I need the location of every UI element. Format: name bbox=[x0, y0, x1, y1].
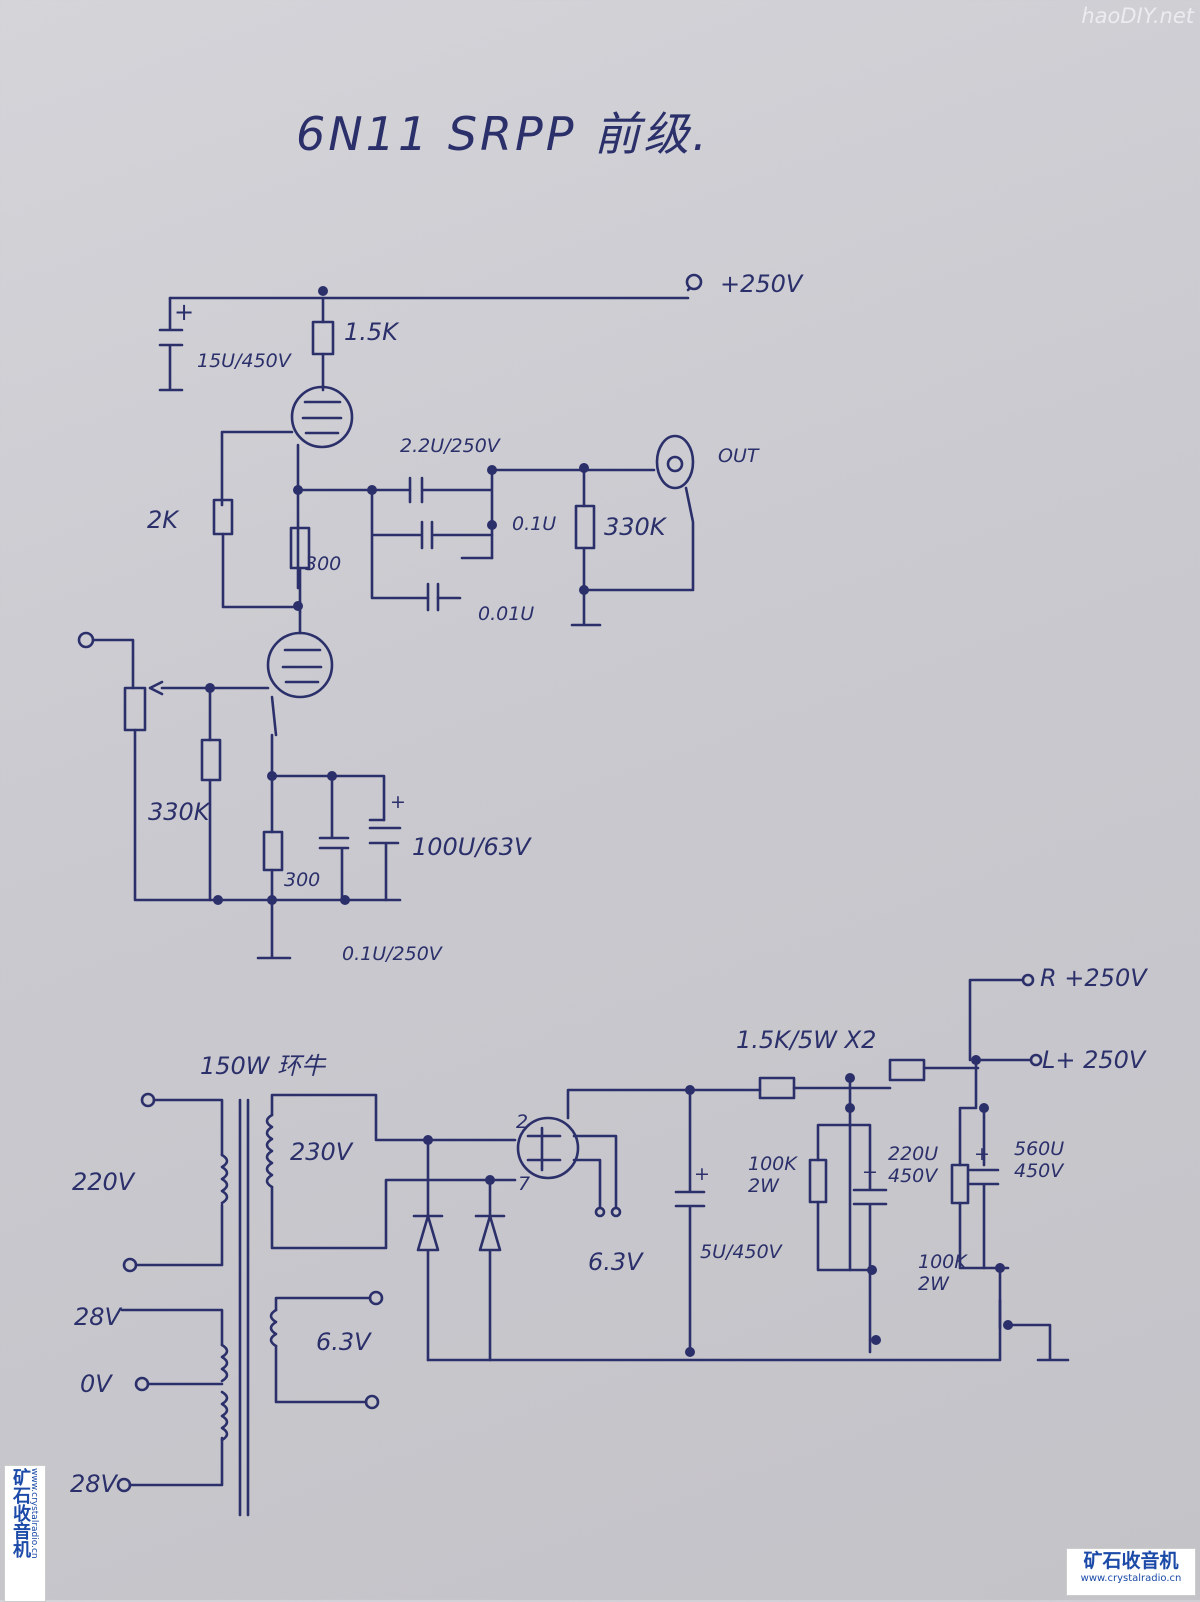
filter-cap-final bbox=[968, 1168, 1000, 1270]
rectifier-diode-1 bbox=[412, 1138, 444, 1362]
transformer-label: 150W 环牛 bbox=[200, 1052, 327, 1080]
plate-resistor bbox=[311, 320, 335, 356]
output-terminal-r bbox=[1021, 973, 1035, 987]
tube-pin7-label: 7 bbox=[518, 1173, 530, 1195]
svg-text:+: + bbox=[174, 298, 194, 326]
svg-text:+: + bbox=[390, 791, 406, 813]
rectifier-diode-2 bbox=[474, 1178, 506, 1362]
filter-cap-mid bbox=[848, 1123, 888, 1354]
coupling-capacitors bbox=[367, 465, 656, 612]
preamp-circuit: +250V + 15U/450V 1.5K 2K 300 bbox=[77, 270, 804, 965]
output-terminal-l bbox=[1029, 1053, 1043, 1067]
series-resistor-2 bbox=[888, 1058, 926, 1082]
supply-cap-label: 15U/450V bbox=[197, 350, 293, 372]
watermark-side: 矿石收音机 www.crystalradio.cn bbox=[4, 1465, 46, 1602]
bleeder-resistor-1 bbox=[808, 1158, 828, 1204]
plate-resistor-label: 1.5K bbox=[344, 318, 400, 346]
watermark-corner: 矿石收音机 www.crystalradio.cn bbox=[1066, 1548, 1196, 1596]
filter-cap-first bbox=[674, 1088, 706, 1354]
coupling-cap-label: 2.2U/250V bbox=[400, 435, 502, 457]
heater-winding bbox=[269, 1308, 278, 1348]
filter-cap-first-label: 5U/450V bbox=[700, 1241, 784, 1263]
output-jack bbox=[655, 434, 695, 490]
grid-resistor-330k bbox=[200, 738, 222, 782]
watermark-top: haoDIY.net bbox=[1081, 4, 1194, 28]
series-resistor-1 bbox=[758, 1076, 796, 1100]
secondary-28v-winding bbox=[220, 1343, 229, 1442]
output-label: OUT bbox=[718, 445, 760, 467]
upper-triode bbox=[290, 385, 354, 449]
output-resistor bbox=[574, 504, 596, 550]
cathode-resistor bbox=[262, 830, 284, 872]
hv-secondary-label: 230V bbox=[290, 1138, 354, 1166]
series-resistors-label: 1.5K/5W X2 bbox=[736, 1026, 876, 1054]
bleeder-resistor-2 bbox=[950, 1163, 970, 1205]
input-terminal bbox=[77, 631, 95, 649]
schematic-title: 6N11 SRPP 前级. bbox=[296, 107, 710, 161]
primary-terminal-bottom bbox=[122, 1257, 138, 1273]
supply-capacitor: + bbox=[158, 296, 194, 392]
transformer-core bbox=[238, 1098, 250, 1517]
cathode-resistor-label: 300 bbox=[284, 869, 320, 891]
tap-0v-label: 0V bbox=[80, 1370, 113, 1398]
volume-potentiometer bbox=[123, 686, 147, 732]
svg-text:+: + bbox=[694, 1163, 710, 1185]
hv-secondary-winding bbox=[265, 1113, 274, 1189]
heater-out-label: 6.3V bbox=[588, 1248, 644, 1276]
cathode-electrolytic-label: 100U/63V bbox=[412, 833, 532, 861]
power-supply-circuit: 150W 环牛 220V 28V 0V 28V 230V 6.3V bbox=[70, 964, 1148, 1517]
output-r-label: R +250V bbox=[1040, 964, 1148, 992]
grid-resistor-330k-label: 330K bbox=[148, 798, 212, 826]
bplus-label: +250V bbox=[720, 270, 804, 298]
svg-text:+: + bbox=[862, 1161, 878, 1183]
grid-resistor-2k-label: 2K bbox=[147, 506, 180, 534]
mid-resistor-label: 300 bbox=[305, 553, 341, 575]
tap-28v-bottom-label: 28V bbox=[70, 1470, 119, 1498]
output-resistor-label: 330K bbox=[604, 513, 668, 541]
ground-return bbox=[426, 1298, 1002, 1362]
output-l-label: L+ 250V bbox=[1042, 1046, 1147, 1074]
primary-terminal-top bbox=[140, 1092, 156, 1108]
rectifier-tube bbox=[516, 1116, 580, 1180]
primary-winding bbox=[220, 1153, 229, 1205]
bplus-node bbox=[318, 286, 328, 296]
cap-001-label: 0.01U bbox=[478, 603, 534, 625]
tube-pin2-label: 2 bbox=[516, 1111, 528, 1133]
primary-voltage-label: 220V bbox=[72, 1168, 136, 1196]
tap-28v-top-label: 28V bbox=[74, 1303, 123, 1331]
lower-triode bbox=[266, 631, 334, 699]
cap-01-label: 0.1U bbox=[512, 513, 556, 535]
svg-text:+: + bbox=[974, 1143, 990, 1165]
heater-winding-label: 6.3V bbox=[316, 1328, 372, 1356]
bplus-terminal bbox=[685, 273, 703, 291]
cathode-cap-label: 0.1U/250V bbox=[342, 943, 444, 965]
